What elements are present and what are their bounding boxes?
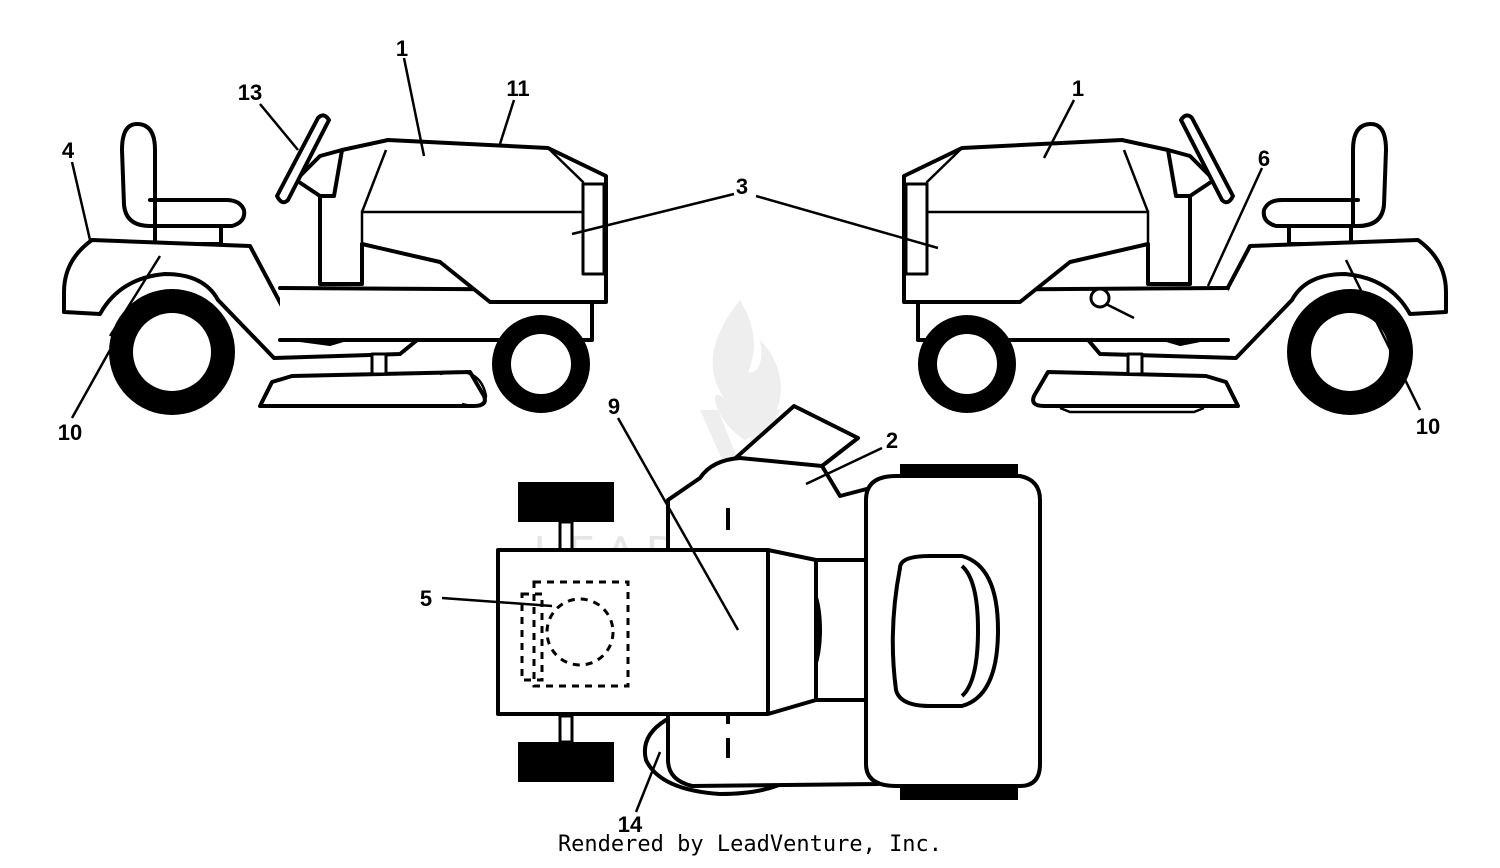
leader-lines xyxy=(70,57,1422,813)
top-engine-box-offset xyxy=(520,592,544,682)
right-rear-fender xyxy=(1076,238,1448,360)
watermark-flame-icon xyxy=(712,300,781,440)
right-mower-deck xyxy=(1031,370,1240,408)
top-engine-filter xyxy=(545,597,615,667)
left-deck-handle xyxy=(439,370,488,407)
callout-left-13: 13 xyxy=(238,80,262,105)
leader-left-11 xyxy=(498,99,516,145)
right-grille xyxy=(904,182,929,276)
right-front-wheel-hub xyxy=(937,334,997,394)
left-side-view xyxy=(62,113,608,415)
callout-left-10: 10 xyxy=(58,420,82,445)
callout-labels: 1 13 11 4 10 3 1 6 10 9 2 5 14 xyxy=(58,36,1440,837)
right-deck-hanger xyxy=(1126,352,1144,376)
top-front-wheel-lower xyxy=(518,742,614,782)
leader-left-4 xyxy=(70,161,92,241)
leader-left-10a xyxy=(108,255,162,337)
right-steering-column xyxy=(1166,148,1216,198)
left-deck-hanger xyxy=(370,352,388,376)
leader-top-14 xyxy=(634,751,662,813)
callout-top-5: 5 xyxy=(420,586,432,611)
callout-right-6: 6 xyxy=(1258,146,1270,171)
left-steering-wheel xyxy=(275,113,331,205)
leader-right-1 xyxy=(1042,99,1076,159)
leader-3-left xyxy=(571,192,735,236)
right-deck-skirt xyxy=(1059,406,1205,414)
right-side-view xyxy=(902,113,1448,415)
callout-right-1: 1 xyxy=(1072,76,1084,101)
leader-left-1 xyxy=(402,57,426,157)
left-rear-wheel-hub xyxy=(133,313,211,391)
leader-left-13 xyxy=(259,103,299,151)
top-seat xyxy=(890,554,1000,708)
callout-3: 3 xyxy=(736,174,748,199)
right-rear-wheel-hub xyxy=(1311,313,1389,391)
left-rear-fender xyxy=(62,238,434,360)
right-seat xyxy=(1261,122,1388,228)
callout-left-11: 11 xyxy=(506,76,529,101)
right-steering-wheel xyxy=(1179,113,1235,205)
callout-left-4: 4 xyxy=(62,138,75,163)
leader-top-5 xyxy=(441,596,553,608)
right-lever-knob xyxy=(1089,287,1111,309)
left-seat xyxy=(120,122,247,228)
top-front-axle-upper xyxy=(558,520,574,552)
top-front-wheel-upper xyxy=(518,482,614,522)
leader-top-9 xyxy=(616,417,740,631)
callout-left-1: 1 xyxy=(396,36,408,61)
left-mower-deck xyxy=(258,370,487,408)
leader-right-6 xyxy=(1206,167,1264,287)
leader-top-2 xyxy=(805,446,883,486)
callout-top-2: 2 xyxy=(886,428,898,453)
watermark-v-icon xyxy=(700,410,780,500)
top-seat-back xyxy=(960,564,981,698)
callout-right-10: 10 xyxy=(1416,414,1440,439)
rendered-by-credit: Rendered by LeadVenture, Inc. xyxy=(557,832,943,857)
top-view xyxy=(496,404,1042,800)
leader-3-right xyxy=(755,194,939,250)
right-lever xyxy=(1105,302,1135,320)
left-front-wheel-hub xyxy=(511,334,571,394)
top-front-axle-lower xyxy=(558,714,574,744)
leader-right-10 xyxy=(1344,259,1422,411)
top-engine-box xyxy=(532,580,630,688)
leader-left-10b xyxy=(70,349,112,419)
left-steering-column xyxy=(294,148,344,198)
callout-top-9: 9 xyxy=(608,394,620,419)
callout-top-14: 14 xyxy=(618,812,643,837)
